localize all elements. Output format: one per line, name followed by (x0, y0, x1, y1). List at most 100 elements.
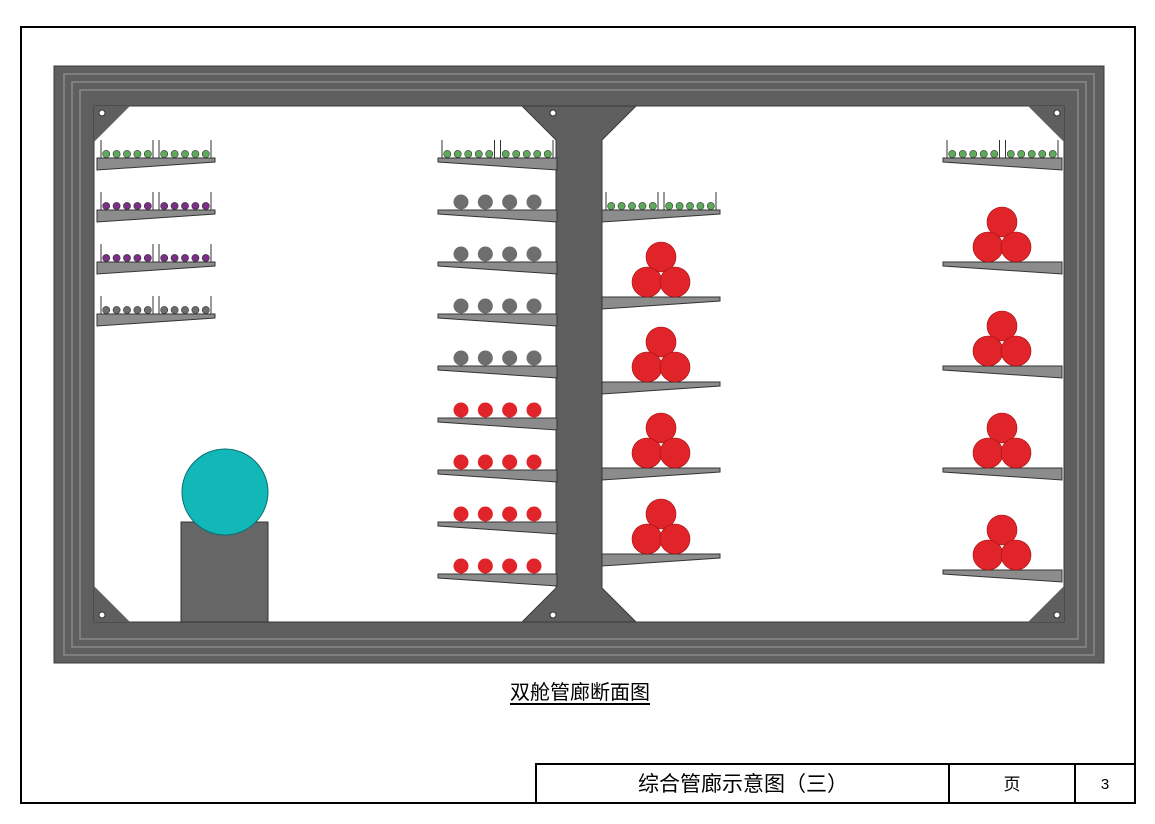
cable (477, 298, 493, 314)
cable (526, 298, 542, 314)
power-cable (631, 437, 663, 469)
small-cable (160, 150, 169, 158)
power-cable (972, 437, 1004, 469)
cable (477, 246, 493, 262)
wall-bevel-2 (71, 81, 1087, 648)
small-cable (201, 150, 210, 158)
small-cable (143, 306, 152, 314)
small-cable (201, 306, 210, 314)
small-cable (143, 150, 152, 158)
small-cable (170, 150, 179, 158)
cable-tray (942, 569, 1063, 583)
small-cable (102, 150, 111, 158)
cable (453, 350, 469, 366)
small-cable (686, 202, 694, 210)
cable (526, 506, 542, 522)
power-cable (631, 266, 663, 298)
small-cable (123, 150, 131, 158)
cable-tray (437, 313, 558, 327)
cable-tray (96, 209, 216, 223)
power-cable (645, 498, 677, 530)
cable (502, 194, 518, 210)
small-cable (133, 254, 142, 262)
small-cable (522, 150, 531, 158)
small-cable (191, 306, 200, 314)
power-cable (986, 514, 1018, 546)
small-cable (1017, 150, 1026, 158)
power-cable (1000, 231, 1032, 263)
small-cable (979, 150, 988, 158)
power-cable (645, 326, 677, 358)
cable (526, 194, 542, 210)
small-cable (485, 150, 494, 158)
cable-tray (437, 261, 558, 275)
cable-tray (942, 261, 1063, 275)
drawing-title: 综合管廊示意图（三） (638, 772, 848, 796)
cable (453, 558, 469, 574)
cable-tray (437, 417, 558, 431)
power-cable (972, 231, 1004, 263)
cable-tray (601, 381, 721, 395)
power-cable (645, 241, 677, 273)
small-cable (512, 150, 521, 158)
small-cable (123, 202, 131, 210)
cable (453, 194, 469, 210)
small-cable (191, 150, 200, 158)
cable (502, 298, 518, 314)
small-cable (969, 150, 978, 158)
small-cable (648, 202, 657, 210)
bolt (549, 109, 557, 117)
small-cable (543, 150, 552, 158)
cable (477, 558, 493, 574)
small-cable (160, 306, 169, 314)
cable (453, 298, 469, 314)
cable (526, 454, 542, 470)
power-cable (986, 206, 1018, 238)
title-block (535, 763, 1136, 804)
small-cable (501, 150, 510, 158)
small-cable (1006, 150, 1015, 158)
cable (502, 246, 518, 262)
cable (526, 350, 542, 366)
small-cable (112, 150, 121, 158)
bolt (549, 611, 557, 619)
cable (502, 402, 518, 418)
small-cable (1027, 150, 1036, 158)
cable (502, 350, 518, 366)
small-cable (160, 202, 169, 210)
cable-tray (942, 157, 1063, 171)
bolt (1053, 611, 1061, 619)
small-cable (102, 202, 111, 210)
cable-tray (96, 313, 216, 327)
small-cable (958, 150, 967, 158)
bolt (98, 109, 106, 117)
small-cable (533, 150, 542, 158)
small-cable (181, 306, 189, 314)
pipe-support (180, 521, 269, 623)
cable (477, 454, 493, 470)
small-cable (665, 202, 674, 210)
cable (502, 558, 518, 574)
water-pipe-assembly (180, 448, 269, 623)
small-cable (133, 150, 142, 158)
cable (453, 454, 469, 470)
power-cable (972, 539, 1004, 571)
small-cable (706, 202, 715, 210)
small-cable (443, 150, 452, 158)
cable-tray (437, 365, 558, 379)
small-cable (112, 254, 121, 262)
page-label: 页 (1003, 775, 1021, 795)
small-cable (143, 202, 152, 210)
small-cable (170, 202, 179, 210)
cable-tray (437, 521, 558, 535)
cable (477, 350, 493, 366)
small-cable (102, 306, 111, 314)
cable-tray (96, 157, 216, 171)
cable-racks (96, 140, 1063, 587)
small-cable (160, 254, 169, 262)
cable (477, 506, 493, 522)
small-cable (181, 202, 189, 210)
cable-tray (437, 209, 558, 223)
small-cable (123, 254, 131, 262)
